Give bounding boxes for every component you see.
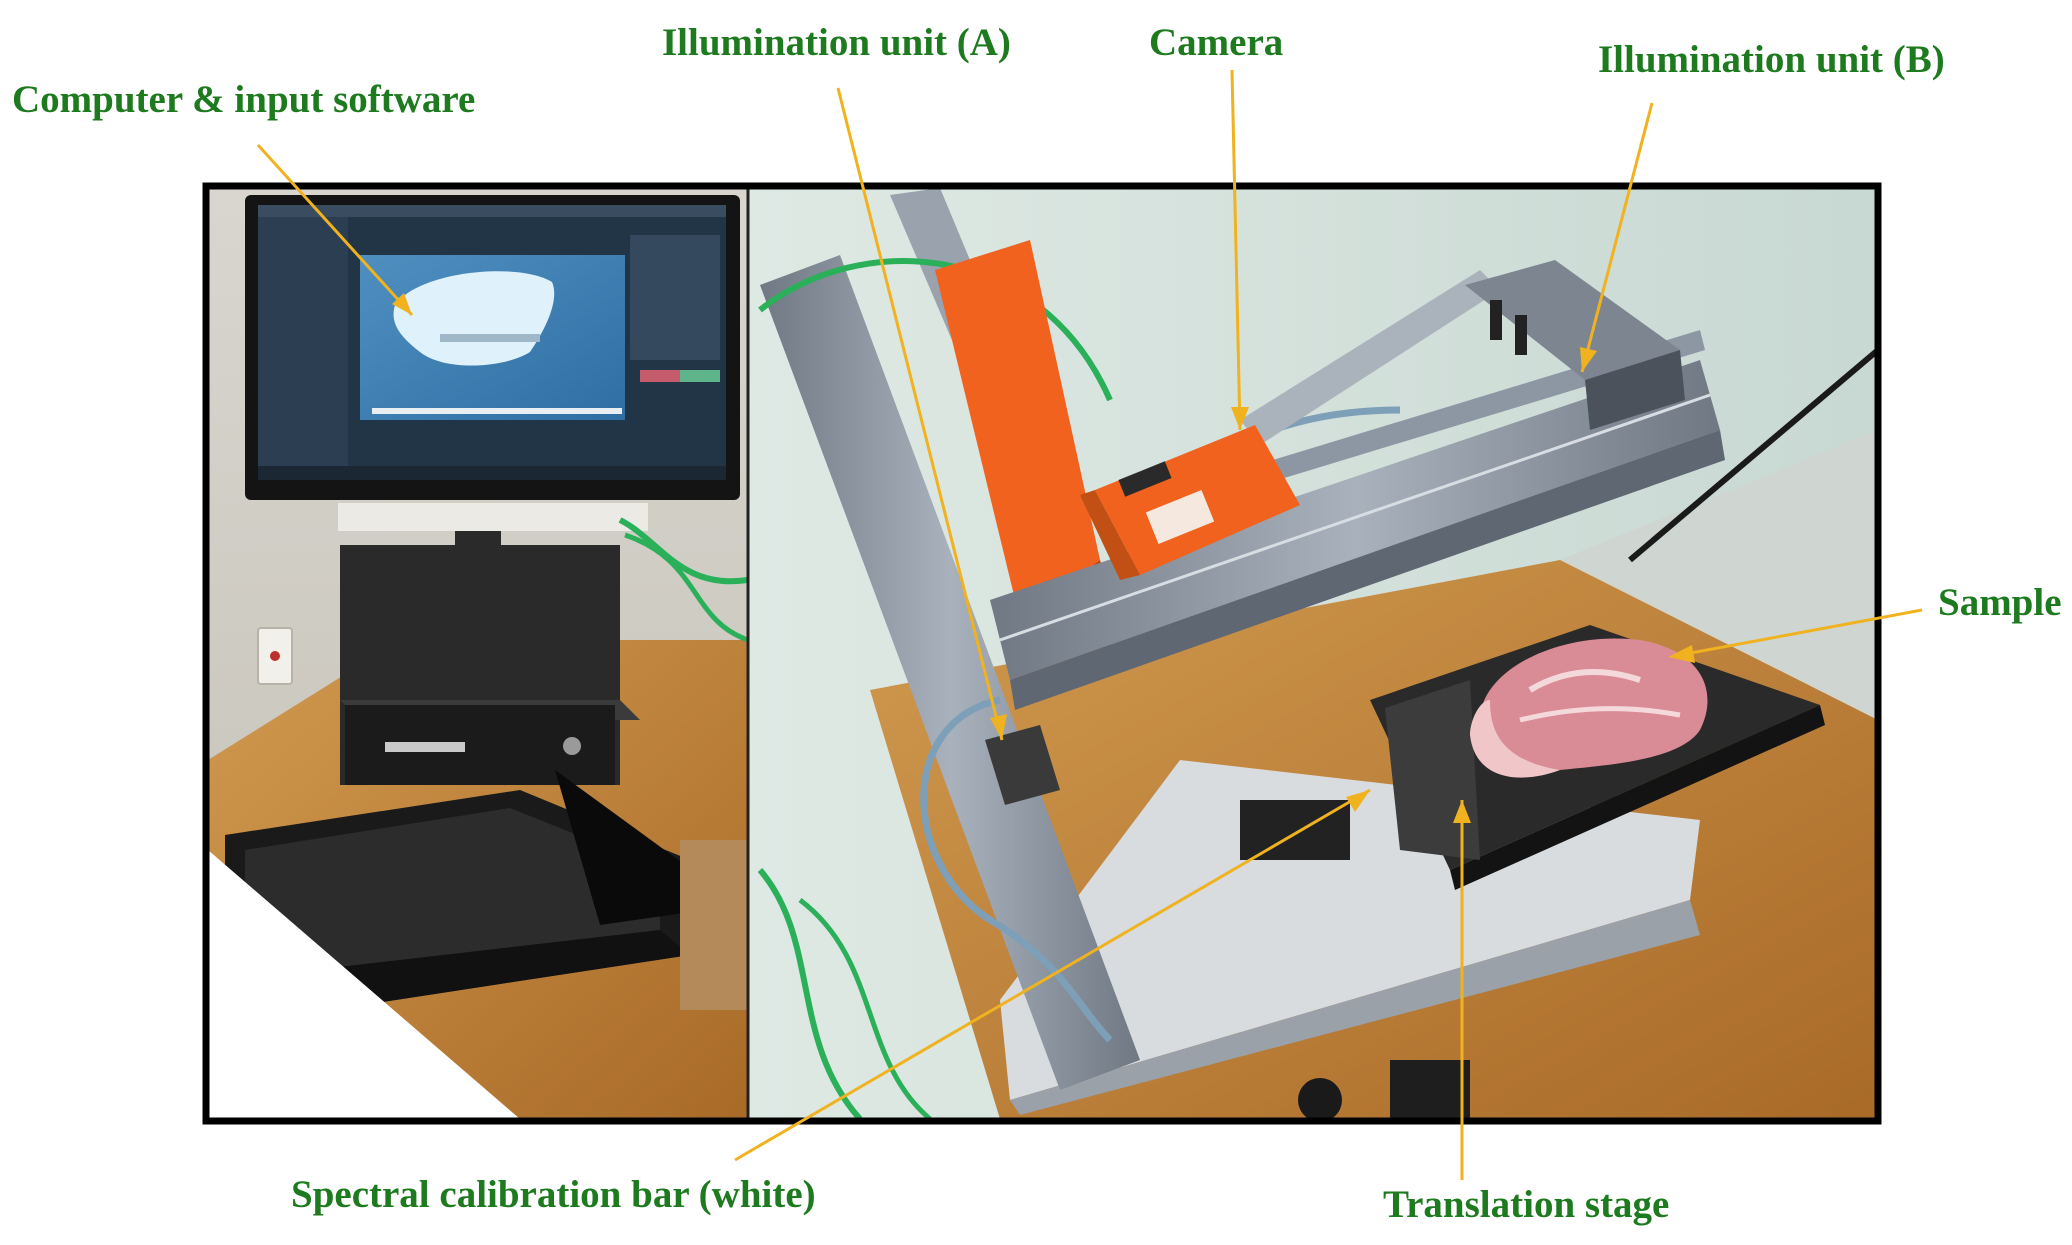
callout-line-illumination-b [1580,102,1654,373]
arrowhead-stage [1453,800,1471,823]
meat-sample [1470,638,1708,778]
callout-line-computer [256,143,414,317]
arrowhead-illumination-a [990,714,1007,740]
illumination-unit-b [1465,260,1685,430]
arrowhead-sample [1668,645,1695,663]
arrowhead-illumination-b [1580,347,1597,372]
monitor [245,195,740,531]
pc-tower [340,545,640,785]
label-illumination-unit-a: Illumination unit (A) [662,21,1011,64]
keyboard [225,790,690,1010]
callout-line-calibration [734,788,1371,1162]
callout-line-sample [1679,608,1923,657]
computer-photo-panel [208,188,748,1119]
label-sample: Sample [1938,581,2062,624]
callout-arrowheads [392,293,1695,823]
horizontal-beam [990,360,1720,680]
label-translation-stage: Translation stage [1383,1183,1670,1226]
callout-line-camera [1230,69,1242,431]
arrowhead-camera [1231,407,1249,430]
label-illumination-unit-b: Illumination unit (B) [1598,38,1945,81]
label-computer-input-software: Computer & input software [12,78,476,121]
label-camera: Camera [1149,21,1284,64]
label-spectral-calibration-bar: Spectral calibration bar (white) [291,1173,816,1216]
arrowhead-calibration [1346,790,1370,812]
arrowhead-computer [392,293,412,315]
support-column [760,255,1140,1090]
callout-lines [256,69,1923,1180]
camera [1080,425,1300,580]
scanner-photo-panel [748,188,1878,1119]
photo-frame [202,182,1882,1125]
callout-line-illumination-a [836,87,1004,741]
